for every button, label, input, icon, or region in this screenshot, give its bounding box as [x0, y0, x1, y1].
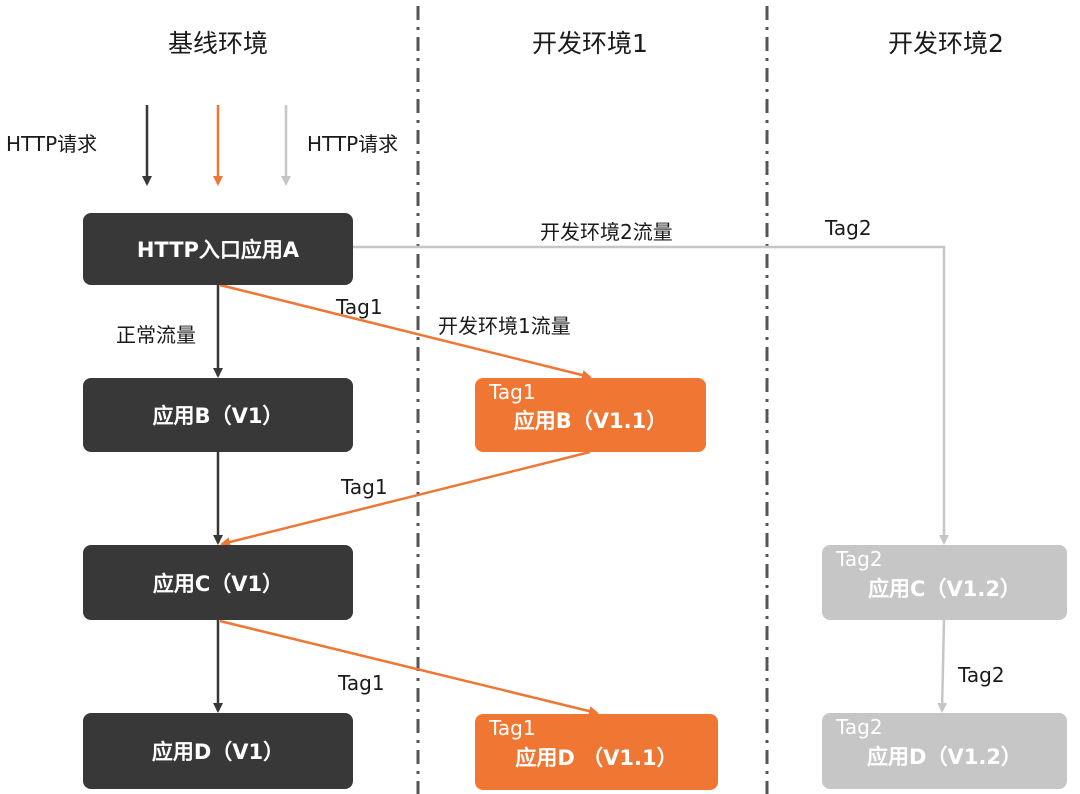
edge-tag1-b11-to-c	[220, 450, 591, 547]
node-label: 应用B（V1）	[152, 404, 284, 428]
node-app-c-v1-2: Tag2 应用C（V1.2）	[822, 545, 1067, 620]
node-app-d-v1-1: Tag1 应用D （V1.1）	[475, 714, 718, 790]
column-title-dev2: 开发环境2	[888, 29, 1004, 58]
node-tag: Tag2	[836, 547, 883, 571]
tag1-label-a-to-b: Tag1	[336, 295, 383, 319]
node-tag: Tag2	[836, 715, 883, 739]
node-label: 应用B（V1.1）	[513, 409, 668, 433]
node-app-b-v1-1: Tag1 应用B（V1.1）	[475, 378, 706, 452]
edge-tag1-c-to-d11	[219, 619, 599, 716]
node-label: 应用C（V1.2）	[868, 576, 1021, 601]
tag2-label-c-to-d: Tag2	[958, 663, 1005, 687]
node-label: 应用D（V1.2）	[867, 745, 1022, 769]
edge-tag2-a-to-c12	[353, 245, 949, 545]
http-request-label-right: HTTP请求	[307, 132, 399, 156]
tag1-label-b-to-c: Tag1	[341, 475, 388, 499]
column-title-baseline: 基线环境	[167, 29, 268, 58]
tag2-label-a-to-c: Tag2	[825, 216, 872, 240]
dev1-traffic-label: 开发环境1流量	[438, 314, 571, 338]
node-http-entry-app-a: HTTP入口应用A	[83, 213, 353, 285]
edge-tag2-c12-to-d12	[937, 619, 948, 713]
edge-tag1-a-to-b11	[219, 283, 592, 380]
node-app-d-v1-2: Tag2 应用D（V1.2）	[822, 713, 1067, 789]
node-app-c-v1: 应用C（V1）	[83, 545, 353, 620]
node-label: 应用C（V1）	[152, 571, 284, 596]
node-label: HTTP入口应用A	[136, 238, 300, 262]
node-app-b-v1: 应用B（V1）	[83, 378, 353, 452]
tag1-label-c-to-d: Tag1	[338, 671, 385, 695]
node-app-d-v1: 应用D（V1）	[83, 713, 353, 789]
dev2-traffic-label: 开发环境2流量	[540, 220, 673, 244]
http-request-label-left: HTTP请求	[6, 132, 98, 156]
column-title-dev1: 开发环境1	[532, 29, 648, 58]
node-tag: Tag1	[489, 380, 536, 404]
node-label: 应用D （V1.1）	[515, 746, 678, 770]
node-label: 应用D（V1）	[151, 740, 285, 764]
normal-traffic-label: 正常流量	[116, 323, 196, 347]
node-tag: Tag1	[489, 716, 536, 740]
